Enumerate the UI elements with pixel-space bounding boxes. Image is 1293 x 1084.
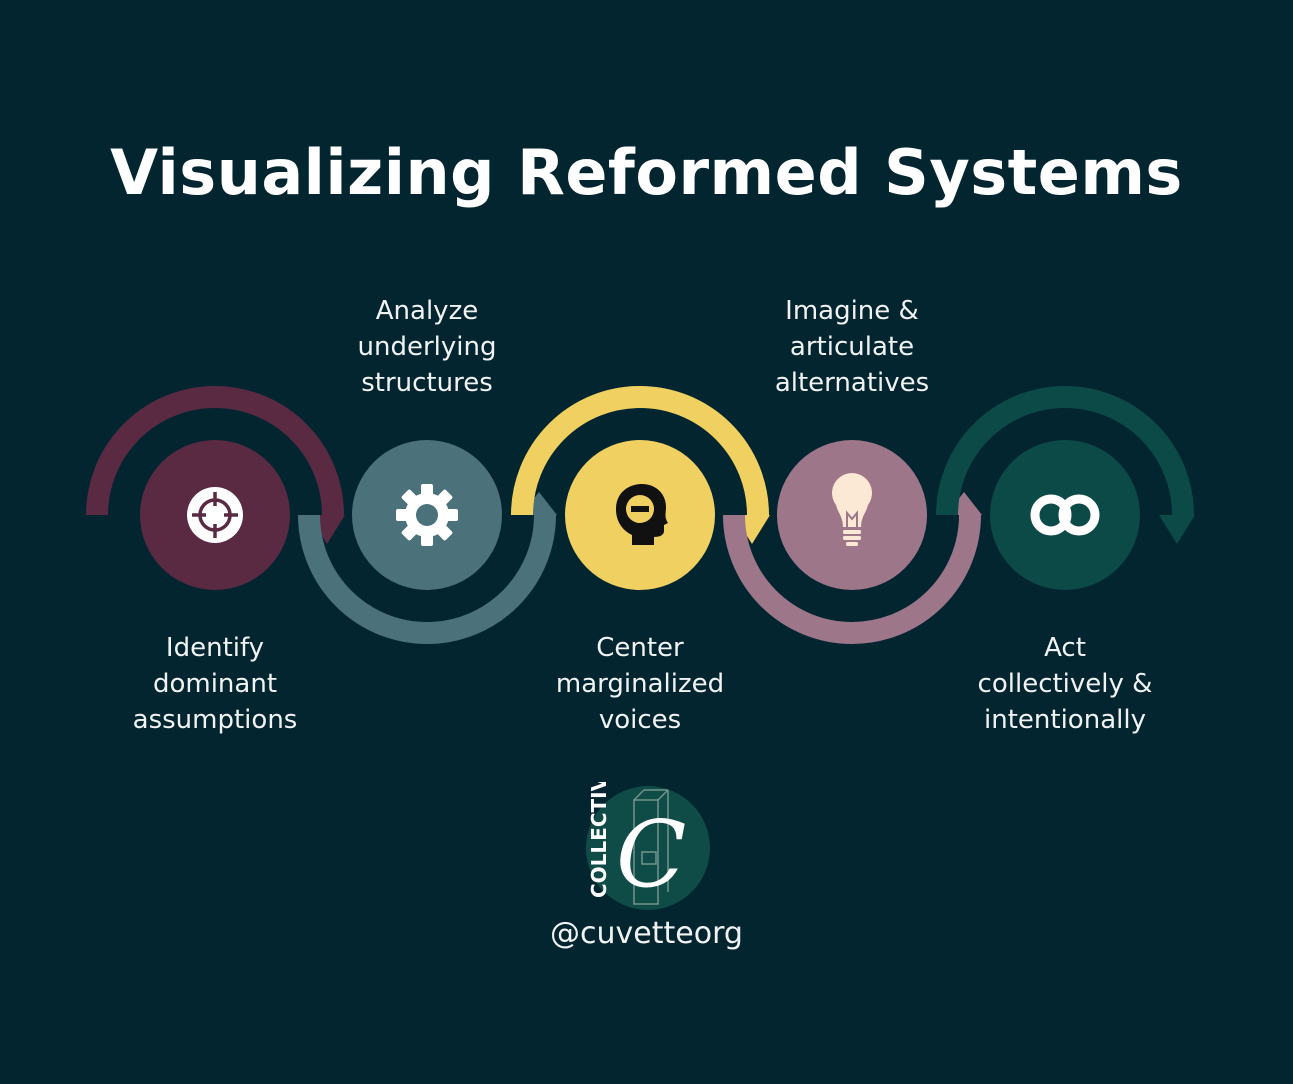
arrow-step-2 xyxy=(298,514,556,644)
gear-icon xyxy=(396,484,458,546)
arrow-step-5 xyxy=(936,386,1194,516)
step-3-label: Center marginalized voices xyxy=(555,633,725,735)
step-5-label: Act collectively & intentionally xyxy=(977,633,1153,735)
arrow-step-1 xyxy=(86,386,344,516)
flow-arrows xyxy=(86,386,1195,644)
page-title: Visualizing Reformed Systems xyxy=(110,136,1183,209)
step-2-label: Analyze underlying structures xyxy=(357,296,497,398)
social-handle: @cuvetteorg xyxy=(550,916,743,951)
logo-letter: C xyxy=(616,801,686,908)
target-icon xyxy=(187,487,243,543)
arrow-head-step-5 xyxy=(1159,515,1195,544)
arrow-step-3 xyxy=(511,386,769,516)
linked-rings-icon xyxy=(1030,494,1100,536)
step-1-label: Identify dominant assumptions xyxy=(132,633,298,735)
step-4-label: Imagine & articulate alternatives xyxy=(774,296,930,398)
lightbulb-icon xyxy=(832,473,872,546)
logo-word: COLLECTIVE xyxy=(587,782,611,898)
head-minus-icon xyxy=(616,484,668,545)
arrow-step-4 xyxy=(723,514,981,644)
collective-logo: COLLECTIVE C xyxy=(586,782,710,910)
